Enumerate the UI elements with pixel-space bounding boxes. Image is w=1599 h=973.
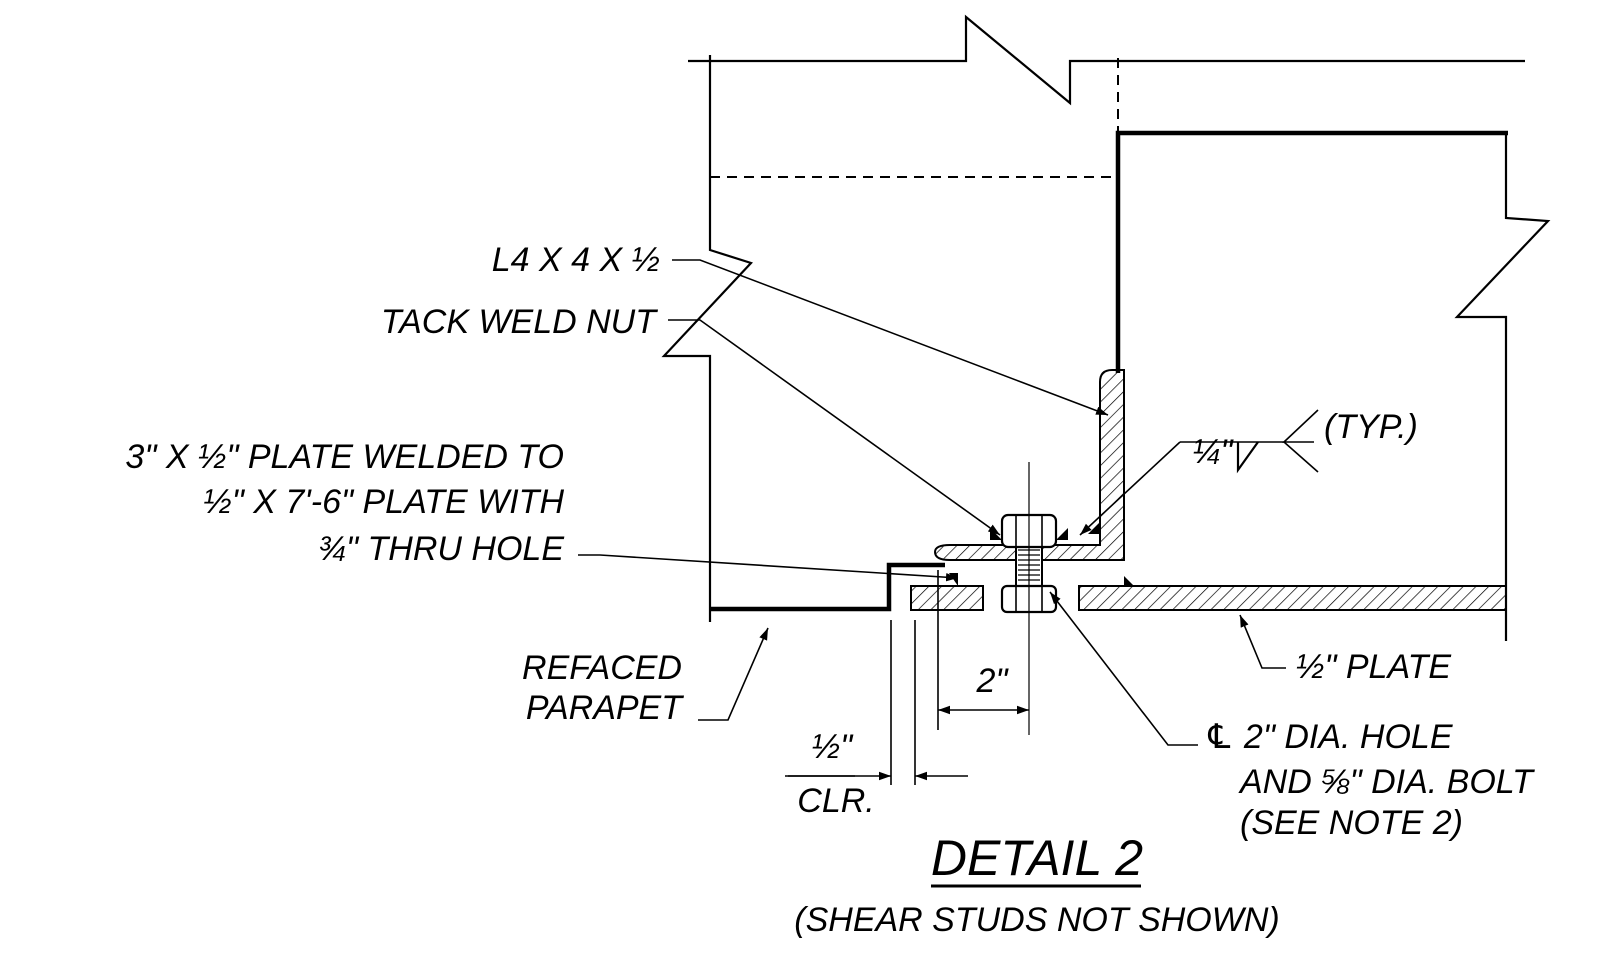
bolt-assembly [1000,462,1058,735]
label-half-plate: ½" PLATE [1296,648,1451,686]
label-hole-line2: AND ⅝" DIA. BOLT [1238,763,1535,801]
deck-edge [1115,130,1508,373]
dimension-clear [785,620,968,785]
detail-title: DETAIL 2 [931,830,1143,886]
angle-l4x4 [933,369,1125,561]
label-weld-size: ¼" [1192,433,1234,471]
callout-labels: L4 X 4 X ½ TACK WELD NUT 3" X ½" PLATE W… [125,241,1535,842]
refaced-parapet [710,562,945,612]
label-plate-line2: ½" X 7'-6" PLATE WITH [203,483,564,521]
label-plate-line1: 3" X ½" PLATE WELDED TO [125,438,564,476]
half-inch-plate [910,585,1507,611]
dim-clear-label: CLR. [797,782,874,820]
dimension-two-inch [937,570,1029,730]
label-parapet-line1: REFACED [522,649,682,687]
detail-subtitle: (SHEAR STUDS NOT SHOWN) [794,901,1279,939]
hidden-lines [710,58,1119,178]
dim-clear-value: ½" [812,728,854,766]
label-parapet-line2: PARAPET [526,689,684,727]
wall-outline [661,14,1551,641]
label-angle: L4 X 4 X ½ [492,241,660,279]
label-plate-line3: ¾" THRU HOLE [318,530,565,568]
detail-title-block: DETAIL 2 (SHEAR STUDS NOT SHOWN) [794,830,1279,939]
leader-lines [578,259,1319,746]
label-weld-typ: (TYP.) [1324,408,1418,446]
label-tack-weld: TACK WELD NUT [381,303,658,341]
label-hole-line1: ℄ 2" DIA. HOLE [1204,718,1453,756]
dimension-labels: 2" ½" CLR. [797,662,1009,820]
dim-two-inch: 2" [976,662,1010,700]
label-hole-line3: (SEE NOTE 2) [1240,804,1463,842]
